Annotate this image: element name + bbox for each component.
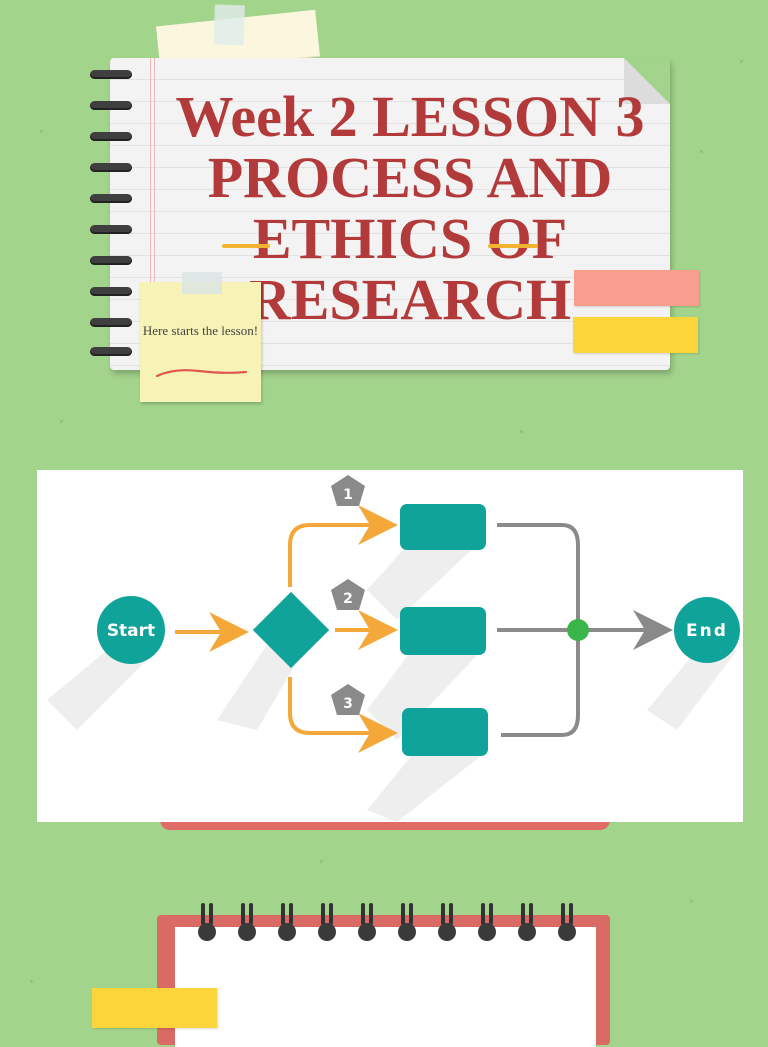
page-curl	[624, 58, 670, 104]
sticky-tab-yellow	[573, 317, 698, 353]
tape-strip	[213, 4, 245, 46]
tape-strip	[182, 272, 222, 294]
notepad-coil	[558, 903, 578, 943]
step-number: 2	[343, 591, 353, 607]
step-badge-1: 1	[331, 475, 365, 506]
step-number: 1	[343, 487, 353, 503]
decision-diamond	[252, 591, 330, 669]
notepad-coil	[318, 903, 338, 943]
spiral-ring	[90, 194, 132, 203]
spiral-ring	[90, 287, 132, 296]
process-box-2	[400, 607, 486, 655]
step-badge-2: 2	[331, 579, 365, 610]
step-number: 3	[343, 696, 353, 712]
spiral-ring	[90, 347, 132, 356]
spiral-ring	[90, 225, 132, 234]
process-box-1	[400, 504, 486, 550]
long-shadows	[47, 540, 737, 822]
spiral-ring	[90, 163, 132, 172]
notepad-coil	[478, 903, 498, 943]
process-box-3	[402, 708, 488, 756]
notepad-coil	[198, 903, 218, 943]
highlight-stroke	[222, 244, 270, 248]
junction-dot	[567, 619, 589, 641]
process-flowchart: Start 1 2 3 End	[47, 475, 740, 822]
notepad-coil	[358, 903, 378, 943]
spiral-ring	[90, 101, 132, 110]
sticky-tab-red	[574, 270, 699, 306]
sticky-note: Here starts the lesson!	[140, 272, 261, 402]
spiral-ring	[90, 70, 132, 79]
notepad-coil	[238, 903, 258, 943]
notepad-coil	[278, 903, 298, 943]
step-badge-3: 3	[331, 684, 365, 715]
red-underline-scribble	[155, 369, 248, 378]
sticky-note-text: Here starts the lesson!	[142, 323, 259, 338]
sticky-tab-yellow	[92, 988, 217, 1028]
decision-arrows	[175, 505, 398, 753]
start-label: Start	[107, 621, 155, 641]
spiral-ring	[90, 256, 132, 265]
flowchart-panel: Start 1 2 3 End	[37, 470, 743, 822]
end-node	[674, 597, 740, 663]
title-notebook-card: Week 2 LESSON 3 PROCESS AND ETHICS OF RE…	[90, 58, 670, 370]
notepad-page	[175, 927, 596, 1047]
notepad-coil	[398, 903, 418, 943]
spiral-ring	[90, 132, 132, 141]
end-label: End	[686, 621, 728, 641]
notepad-coil	[438, 903, 458, 943]
slide-title: Week 2 LESSON 3 PROCESS AND ETHICS OF RE…	[175, 84, 645, 332]
spiral-ring	[90, 318, 132, 327]
highlight-stroke	[488, 244, 538, 248]
notepad-coil	[518, 903, 538, 943]
start-node	[97, 596, 165, 664]
